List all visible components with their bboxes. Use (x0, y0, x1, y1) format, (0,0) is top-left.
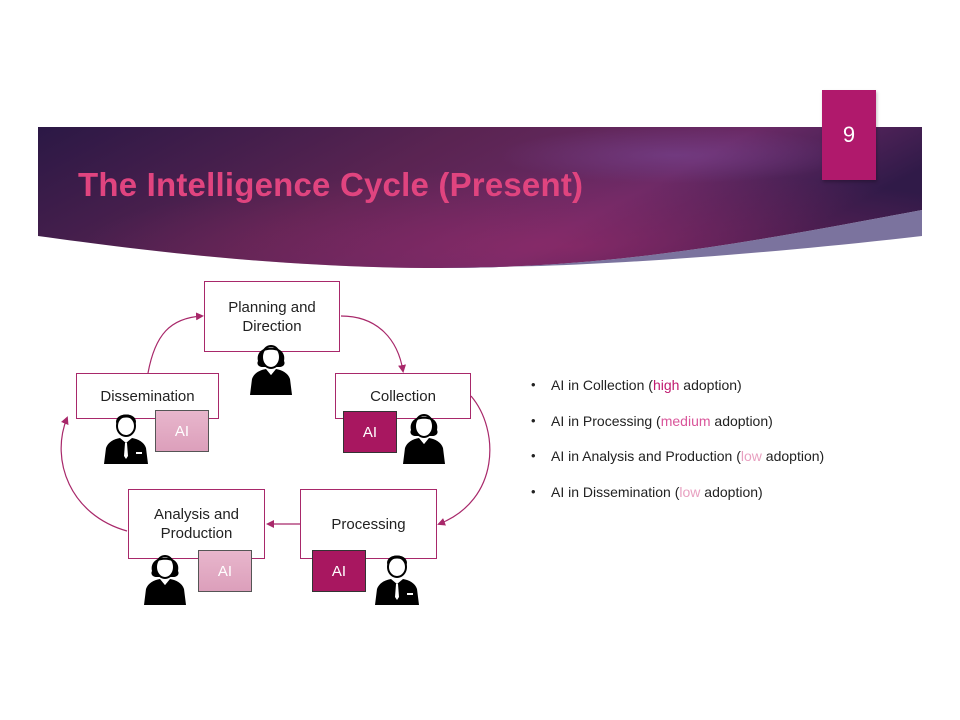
bullet-text: AI in Analysis and Production ( (551, 448, 741, 464)
stage-label-line: Production (160, 525, 233, 542)
ai-label: AI (331, 562, 347, 580)
arrow-collection-to-processing (437, 395, 491, 526)
stage-label-line: Planning and (228, 298, 316, 316)
bullet-text: adoption) (679, 377, 742, 393)
bullet-text: adoption) (710, 412, 773, 429)
ai-box-processing: AI (312, 550, 366, 592)
arrow-analysis-to-dissemination (60, 416, 128, 532)
man-icon (104, 414, 148, 464)
woman-icon (144, 555, 186, 605)
stage-label-line: Direction (242, 317, 302, 335)
ai-label: AI (174, 422, 190, 440)
slide-title: The Intelligence Cycle (Present) (78, 166, 584, 203)
ai-box-analysis: AI (198, 550, 252, 592)
bullet-highlight: high (652, 377, 680, 393)
ai-box-collection: AI (343, 411, 397, 453)
ai-label: AI (362, 423, 378, 441)
stage-processing: Processing (300, 489, 437, 559)
bullet-highlight: low (740, 448, 762, 464)
man-icon (375, 555, 419, 605)
ai-box-dissemination: AI (155, 410, 209, 452)
bullet-item: AI in Dissemination (low adoption) (531, 482, 824, 518)
woman-icon (250, 345, 292, 395)
arrow-planning-to-collection (340, 315, 406, 373)
bullet-text: adoption) (700, 483, 763, 500)
stage-label: Dissemination (100, 387, 195, 405)
woman-icon (403, 414, 445, 464)
bullet-highlight: medium (660, 412, 711, 429)
bullet-text: AI in Collection ( (551, 377, 653, 393)
bullet-text: AI in Processing ( (551, 412, 661, 429)
bullet-item: AI in Processing (medium adoption) (531, 411, 824, 447)
banner-swoosh (440, 210, 922, 268)
stage-label: Collection (370, 387, 436, 405)
bullet-item: AI in Collection (high adoption) (531, 375, 824, 411)
bullet-highlight: low (679, 483, 701, 500)
ai-label: AI (217, 562, 233, 580)
title-banner (38, 127, 922, 268)
page-number-badge: 9 (822, 90, 876, 180)
stage-label: Processing (331, 515, 406, 533)
bullet-text: adoption) (761, 448, 825, 464)
stage-label-line: Analysis and (153, 506, 240, 523)
page-number: 9 (842, 122, 856, 147)
arrow-dissemination-to-planning (147, 312, 204, 374)
bullet-text: AI in Dissemination ( (551, 483, 680, 500)
ai-adoption-list: AI in Collection (high adoption) AI in P… (531, 375, 824, 517)
bullet-item: AI in Analysis and Production (low adopt… (531, 446, 824, 482)
